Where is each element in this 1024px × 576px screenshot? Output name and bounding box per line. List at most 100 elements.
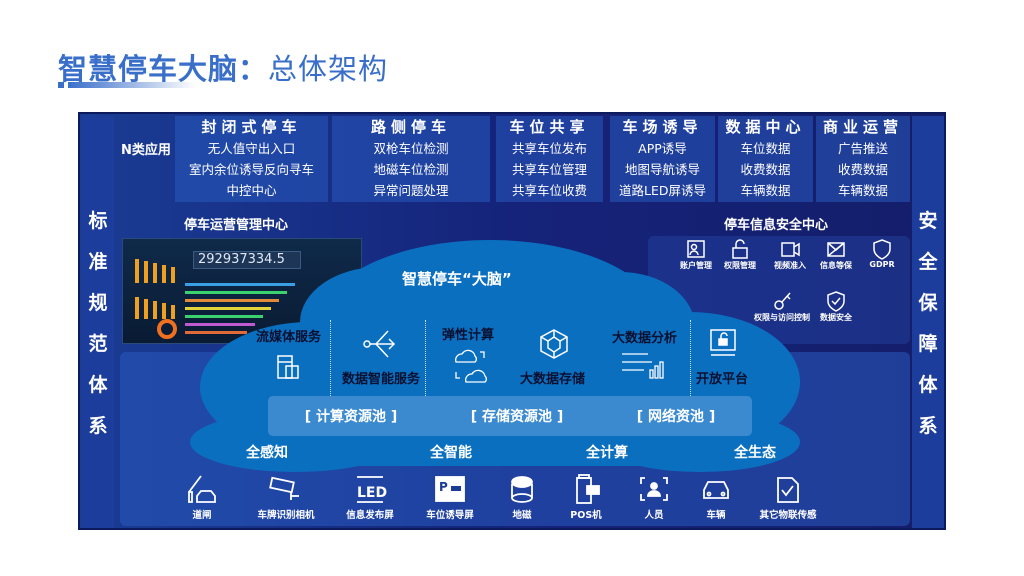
device-item: 其它物联传感 xyxy=(748,474,828,521)
service-data-intelligence: 数据智能服务 xyxy=(342,372,421,387)
geomagnetic-sensor-icon xyxy=(511,476,533,503)
open-platform-icon xyxy=(710,329,736,356)
service-open-platform: 开放平台 xyxy=(696,372,749,387)
device-label: 车牌识别相机 xyxy=(257,510,315,521)
app-group: 商业运营广告推送收费数据车辆数据 xyxy=(816,116,910,202)
device-label: 道闸 xyxy=(192,510,212,521)
side-char: 准 xyxy=(88,251,108,273)
dashboard-column xyxy=(162,303,166,319)
security-item: 信息等保 xyxy=(806,238,866,271)
dashboard-bar xyxy=(185,315,263,318)
device-label: 车位诱导屏 xyxy=(426,510,474,521)
app-item: 车位数据 xyxy=(740,141,791,156)
app-item: 车辆数据 xyxy=(837,183,888,198)
app-item: 双枪车位检测 xyxy=(373,141,449,156)
app-group: 路侧停车双枪车位检测地磁车位检测异常问题处理 xyxy=(332,116,490,202)
security-item-label: 数据安全 xyxy=(820,313,852,322)
id-card-icon xyxy=(687,240,705,258)
dashboard-donut xyxy=(157,319,177,339)
app-group: 数据中心车位数据收费数据车辆数据 xyxy=(718,116,813,202)
app-group: 车位共享共享车位发布共享车位管理共享车位收费 xyxy=(496,116,603,202)
security-item-label: GDPR xyxy=(869,260,895,269)
dashboard-number: 292937334.5 xyxy=(193,251,301,269)
svg-text:LED: LED xyxy=(357,485,387,501)
app-item: 中控中心 xyxy=(226,183,277,198)
security-item-label: 权限管理 xyxy=(724,261,756,270)
service-elastic-compute: 弹性计算 xyxy=(442,328,495,343)
shield-check-icon xyxy=(827,291,845,312)
title-sub: 总体架构 xyxy=(268,52,389,86)
app-item: 收费数据 xyxy=(837,162,888,177)
video-icon xyxy=(781,242,800,257)
dashboard-bar xyxy=(185,307,271,310)
svg-text:P: P xyxy=(439,480,448,494)
compute-pool: [ 计算资源池 ] xyxy=(304,409,398,425)
device-label: 地磁 xyxy=(512,510,532,521)
side-char: 体 xyxy=(918,374,938,396)
dashboard-bar xyxy=(185,299,279,302)
n-apps-label: N类应用 xyxy=(121,143,171,158)
pillar: 全计算 xyxy=(586,445,628,461)
network-hex-icon xyxy=(540,329,568,359)
architecture-panel: 标准规范体系 安全保障体系 N类应用 封闭式停车无人值守出入口室内余位诱导反向寻… xyxy=(78,112,946,530)
security-item: 权限管理 xyxy=(710,238,770,271)
dashboard-column xyxy=(171,305,175,319)
pillar: 全智能 xyxy=(430,445,472,461)
security-item: 账户管理 xyxy=(666,238,726,271)
parking-sign-icon: P xyxy=(435,476,465,502)
security-item: 数据安全 xyxy=(806,290,866,323)
resource-pools: [ 计算资源池 ] [ 存储资源池 ] [ 网络资池 ] xyxy=(268,396,752,436)
pillar: 全生态 xyxy=(734,445,776,461)
device-label: 其它物联传感 xyxy=(759,510,817,521)
security-item-label: 账户管理 xyxy=(680,261,712,270)
app-item: 地磁车位检测 xyxy=(373,162,449,177)
streaming-icon xyxy=(277,355,299,379)
storage-pool: [ 存储资源池 ] xyxy=(470,409,564,425)
dashboard-column xyxy=(135,297,139,319)
person-icon xyxy=(640,477,668,501)
device-label: 人员 xyxy=(644,510,664,521)
device-item: 车辆 xyxy=(676,474,756,521)
side-char: 系 xyxy=(918,415,938,437)
app-item: 异常问题处理 xyxy=(373,183,449,198)
device-item: P 车位诱导屏 xyxy=(410,474,490,521)
side-char: 范 xyxy=(88,333,108,355)
share-arrows-icon xyxy=(363,330,396,358)
dashboard-bar xyxy=(185,291,287,294)
security-item-label: 权限与访问控制 xyxy=(754,313,810,322)
device-item: 道闸 xyxy=(162,474,242,521)
side-char: 全 xyxy=(918,251,938,273)
divider xyxy=(330,320,331,398)
barrier-gate-icon xyxy=(188,475,216,503)
security-center-label: 停车信息安全中心 xyxy=(724,218,829,233)
pillar: 全感知 xyxy=(246,445,288,461)
dashboard-bar xyxy=(185,323,255,326)
device-item: POS机 xyxy=(546,474,626,521)
app-item: 共享车位发布 xyxy=(511,141,587,156)
app-group-title: 车位共享 xyxy=(509,118,590,136)
page-title: 智慧停车大脑：总体架构 xyxy=(58,46,388,88)
app-group-title: 数据中心 xyxy=(725,118,806,136)
dashboard-bar xyxy=(185,283,295,286)
dashboard-column xyxy=(144,299,148,319)
dashboard-column xyxy=(153,263,157,283)
ops-center-label: 停车运营管理中心 xyxy=(184,218,289,233)
device-item: 车牌识别相机 xyxy=(246,474,326,521)
device-label: 车辆 xyxy=(706,510,726,521)
device-item: 人员 xyxy=(614,474,694,521)
side-char: 系 xyxy=(88,415,108,437)
app-item: 共享车位收费 xyxy=(511,183,587,198)
app-item: 广告推送 xyxy=(837,141,888,156)
data-analysis-icon xyxy=(622,353,664,379)
side-char: 安 xyxy=(918,210,938,232)
brain-title: 智慧停车“大脑” xyxy=(402,270,512,288)
side-char: 规 xyxy=(88,292,108,314)
app-item: 无人值守出入口 xyxy=(207,141,296,156)
cloud-compute-icon xyxy=(455,349,487,383)
security-item-label: 信息等保 xyxy=(820,261,852,270)
security-item: GDPR xyxy=(852,238,912,269)
device-label: 信息发布屏 xyxy=(346,510,394,521)
security-item-label: 视频准入 xyxy=(774,261,806,270)
car-icon xyxy=(703,481,729,499)
